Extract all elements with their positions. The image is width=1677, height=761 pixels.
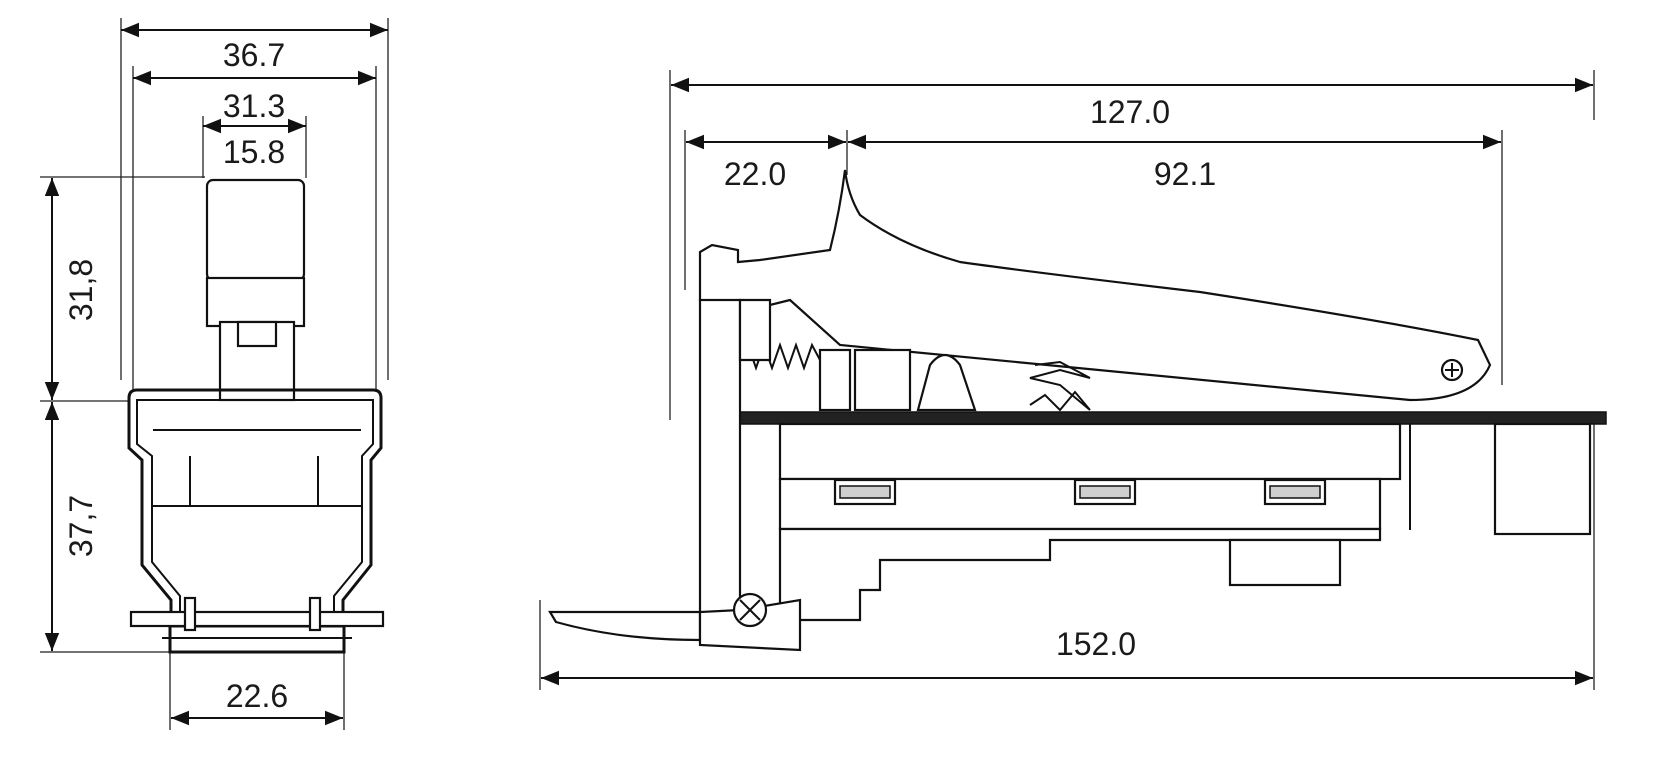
side-view: 127.0 22.0 92.1 152.0 [539, 70, 1607, 690]
dim-label-31-8: 31,8 [63, 259, 99, 321]
dim-label-36-7: 36.7 [223, 37, 285, 73]
side-housing [739, 411, 1607, 622]
dim-label-22-0: 22.0 [724, 156, 786, 192]
side-front-bracket [548, 298, 802, 652]
dim-label-22-6: 22.6 [226, 678, 288, 714]
side-trigger-lever [698, 169, 1492, 402]
dim-label-92-1: 92.1 [1154, 156, 1216, 192]
side-extension-lines [539, 70, 1595, 690]
dim-label-37-7: 37,7 [63, 495, 99, 557]
side-springs [737, 341, 1091, 412]
dim-label-152-0: 152.0 [1056, 626, 1136, 662]
dim-label-15-8: 15.8 [223, 134, 285, 170]
dim-label-31-3: 31.3 [223, 88, 285, 124]
front-housing [127, 388, 385, 654]
front-view: 36.7 31.3 15.8 31,8 37,7 22.6 [40, 18, 389, 730]
dim-label-127-0: 127.0 [1090, 94, 1170, 130]
front-trigger [205, 178, 306, 402]
